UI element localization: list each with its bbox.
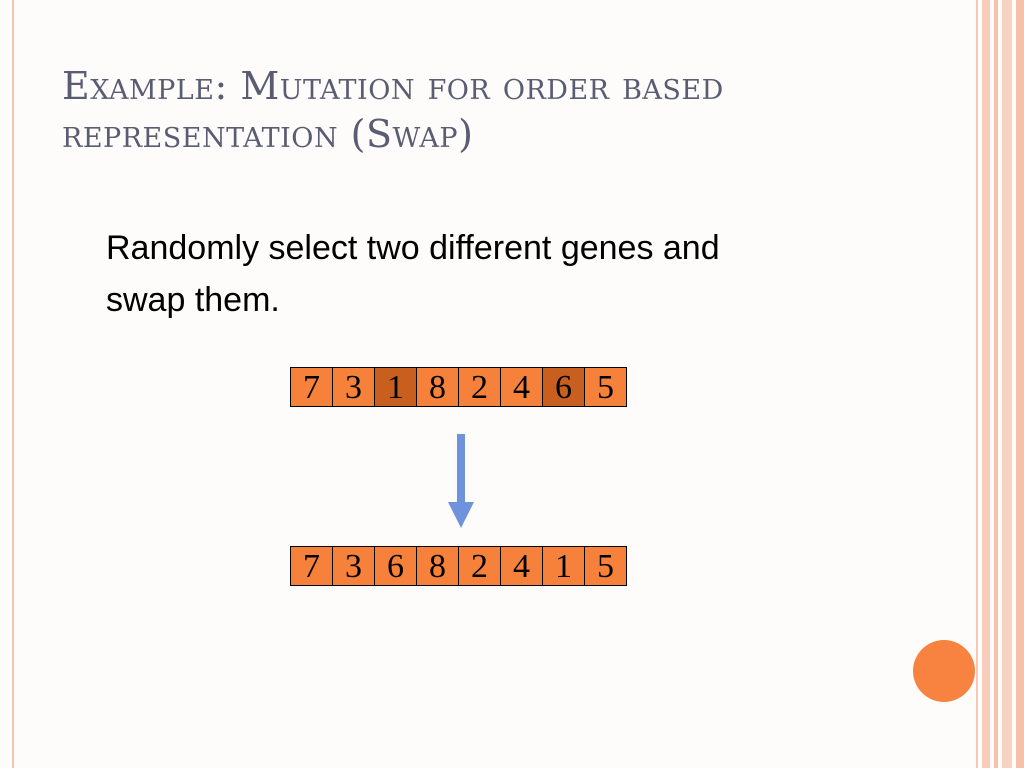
before-gene-cell: 6 [543, 367, 585, 407]
before-gene-cell: 5 [585, 367, 627, 407]
decorative-stripes [976, 0, 1024, 768]
after-gene-cell: 5 [585, 546, 627, 586]
decorative-circle [913, 640, 975, 702]
down-arrow-icon [448, 434, 474, 528]
after-gene-cell: 1 [543, 546, 585, 586]
before-gene-cell: 2 [459, 367, 501, 407]
after-gene-cell: 6 [375, 546, 417, 586]
before-gene-cell: 7 [291, 367, 333, 407]
before-gene-cell: 3 [333, 367, 375, 407]
frame-line [12, 0, 14, 768]
before-gene-cell: 8 [417, 367, 459, 407]
before-gene-cell: 1 [375, 367, 417, 407]
after-gene-cell: 8 [417, 546, 459, 586]
slide-title: Example: Mutation for order based repres… [62, 64, 724, 156]
before-gene-cell: 4 [501, 367, 543, 407]
slide-body-text: Randomly select two different genes and … [106, 229, 720, 319]
after-gene-cell: 3 [333, 546, 375, 586]
after-gene-cell: 7 [291, 546, 333, 586]
after-gene-cell: 4 [501, 546, 543, 586]
after-gene-cell: 2 [459, 546, 501, 586]
